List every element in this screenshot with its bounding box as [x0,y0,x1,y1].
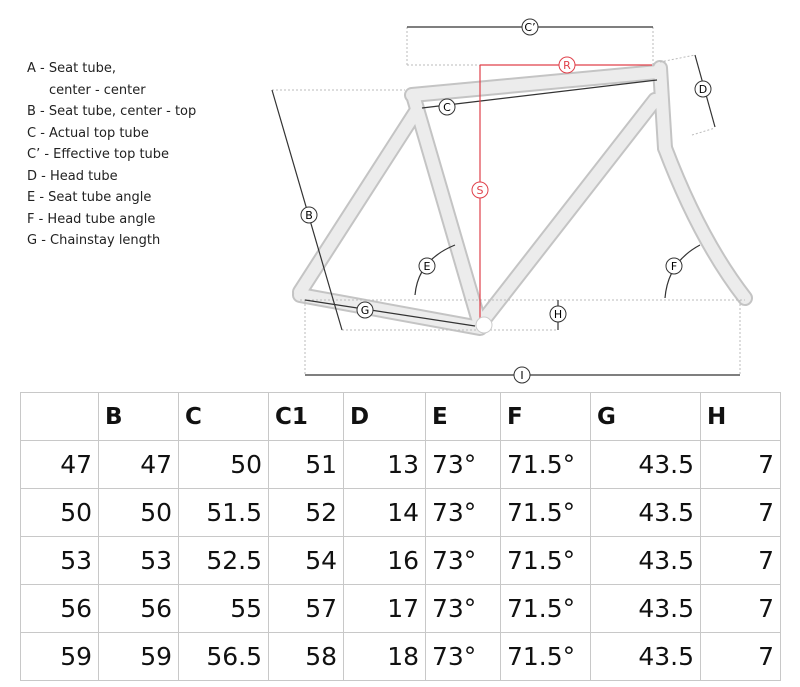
table-cell: 71.5° [500,632,591,681]
table-cell: 55 [178,584,269,633]
svg-text:F: F [671,260,677,273]
table-cell: 73° [425,488,501,537]
table-cell: 52.5 [178,536,269,585]
table-cell: 43.5 [590,632,701,681]
bike-frame-diagram: C’ R S C D B E F G H I [271,18,753,384]
table-cell: 50 [20,488,99,537]
legend-item: E - Seat tube angle [27,190,152,205]
table-cell: 43.5 [590,488,701,537]
svg-text:I: I [520,369,523,382]
table-cell: 53 [20,536,99,585]
table-cell: 59 [98,632,179,681]
table-cell: 7 [700,584,781,633]
table-cell: 58 [268,632,344,681]
table-cell: 71.5° [500,584,591,633]
column-header: E [425,392,501,441]
table-cell: 43.5 [590,536,701,585]
table-cell: 7 [700,440,781,489]
table-cell: 73° [425,632,501,681]
column-header: C [178,392,269,441]
column-header: C1 [268,392,344,441]
legend-item: C - Actual top tube [27,125,149,141]
legend: A - Seat tube, center - center B - Seat … [27,58,196,252]
table-cell: 51 [268,440,344,489]
label-g: G [356,301,374,319]
table-cell: 71.5° [500,488,591,537]
table-cell: 56.5 [178,632,269,681]
column-header: D [343,392,426,441]
table-cell: 59 [20,632,99,681]
column-header: G [590,392,701,441]
bottom-bracket [475,316,493,334]
label-e: E [418,257,436,275]
svg-text:E: E [424,260,431,273]
legend-item: F - Head tube angle [27,211,156,227]
table-cell: 18 [343,632,426,681]
table-cell: 52 [268,488,344,537]
column-header: B [98,392,179,441]
label-r: R [558,56,576,74]
table-cell: 17 [343,584,426,633]
column-header [20,392,99,441]
table-cell: 43.5 [590,440,701,489]
label-b: B [300,206,318,224]
label-f: F [665,257,683,275]
svg-text:D: D [699,83,707,96]
legend-item: center - center [49,82,146,98]
label-h: H [549,305,567,323]
table-cell: 73° [425,584,501,633]
label-i: I [513,366,531,384]
extension-lines [272,27,745,375]
table-cell: 56 [98,584,179,633]
table-cell: 50 [178,440,269,489]
svg-text:G: G [361,304,370,317]
table-cell: 71.5° [500,440,591,489]
legend-item: D - Head tube [27,168,118,184]
table-cell: 47 [20,440,99,489]
legend-item: C’ - Effective top tube [27,147,170,162]
svg-text:H: H [554,308,562,321]
svg-text:C’: C’ [524,21,535,34]
table-cell: 13 [343,440,426,489]
table-cell: 14 [343,488,426,537]
column-header: F [500,392,591,441]
legend-item: A - Seat tube, [27,61,117,76]
table-cell: 73° [425,440,501,489]
label-c-prime: C’ [521,18,539,36]
table-cell: 71.5° [500,536,591,585]
svg-text:C: C [443,101,451,114]
table-cell: 54 [268,536,344,585]
table-cell: 53 [98,536,179,585]
table-cell: 50 [98,488,179,537]
svg-text:B: B [305,209,313,222]
table-cell: 47 [98,440,179,489]
label-c: C [438,98,456,116]
table-cell: 7 [700,488,781,537]
table-cell: 73° [425,536,501,585]
label-d: D [694,80,712,98]
table-cell: 57 [268,584,344,633]
table-cell: 7 [700,536,781,585]
svg-text:S: S [477,184,484,197]
column-header: H [700,392,781,441]
svg-text:R: R [563,59,571,72]
table-cell: 56 [20,584,99,633]
legend-item: B - Seat tube, center - top [27,104,197,119]
label-s: S [471,181,489,199]
table-cell: 51.5 [178,488,269,537]
table-cell: 16 [343,536,426,585]
table-cell: 7 [700,632,781,681]
legend-item: G - Chainstay length [27,233,161,248]
table-cell: 43.5 [590,584,701,633]
